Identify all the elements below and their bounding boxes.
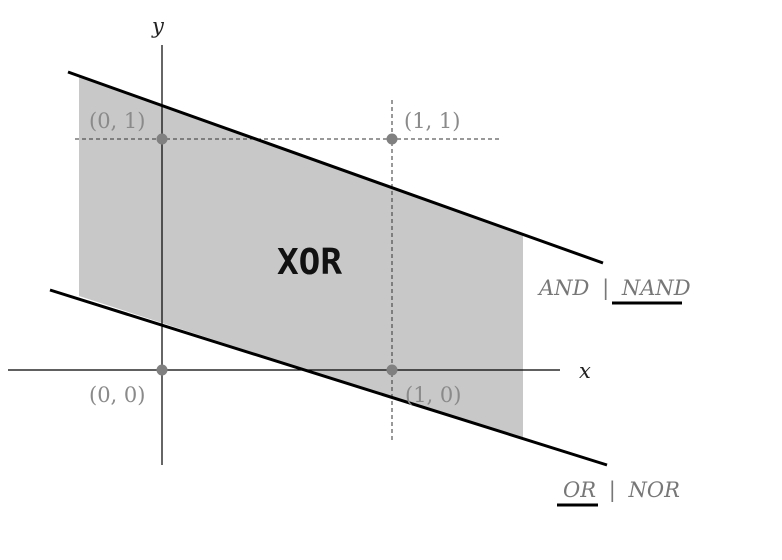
point-label-0-1: (0, 1) <box>89 109 145 133</box>
nor-label: NOR <box>627 478 680 502</box>
and-nand-label: AND | NAND <box>537 276 691 301</box>
point-label-1-0: (1, 0) <box>405 383 461 407</box>
point-1-0 <box>386 364 398 376</box>
xor-region <box>79 75 523 440</box>
or-nor-label: OR | NOR <box>563 478 680 503</box>
y-axis-label: y <box>151 14 165 38</box>
or-nor-separator: | <box>609 478 616 503</box>
point-label-0-0: (0, 0) <box>89 383 145 407</box>
x-axis-label: x <box>579 359 591 383</box>
point-0-1 <box>156 133 168 145</box>
nand-label: NAND <box>621 276 691 300</box>
point-0-0 <box>156 364 168 376</box>
or-label: OR <box>563 478 596 502</box>
or-nor-line <box>49 288 608 467</box>
xor-region-label: XOR <box>277 242 342 283</box>
point-1-1 <box>386 133 398 145</box>
point-label-1-1: (1, 1) <box>404 109 460 133</box>
and-label: AND <box>537 276 590 300</box>
and-nand-separator: | <box>602 276 609 301</box>
and-nand-line <box>67 70 604 265</box>
